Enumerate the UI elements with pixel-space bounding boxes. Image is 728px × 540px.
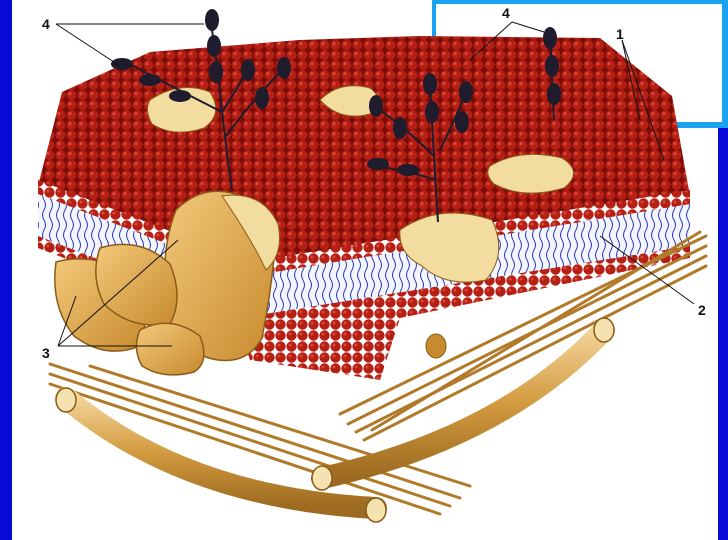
label-lipid-tails: 2	[698, 302, 706, 318]
label-glycans-right: 4	[502, 5, 510, 21]
label-glycans-left: 4	[42, 16, 50, 32]
protein-left-3	[136, 323, 203, 375]
label-lipid-heads: 1	[616, 26, 624, 42]
protein-small-channel	[426, 334, 446, 358]
microtubule-left	[66, 398, 376, 508]
label-proteins: 3	[42, 345, 50, 361]
protein-surface-3	[488, 154, 574, 193]
